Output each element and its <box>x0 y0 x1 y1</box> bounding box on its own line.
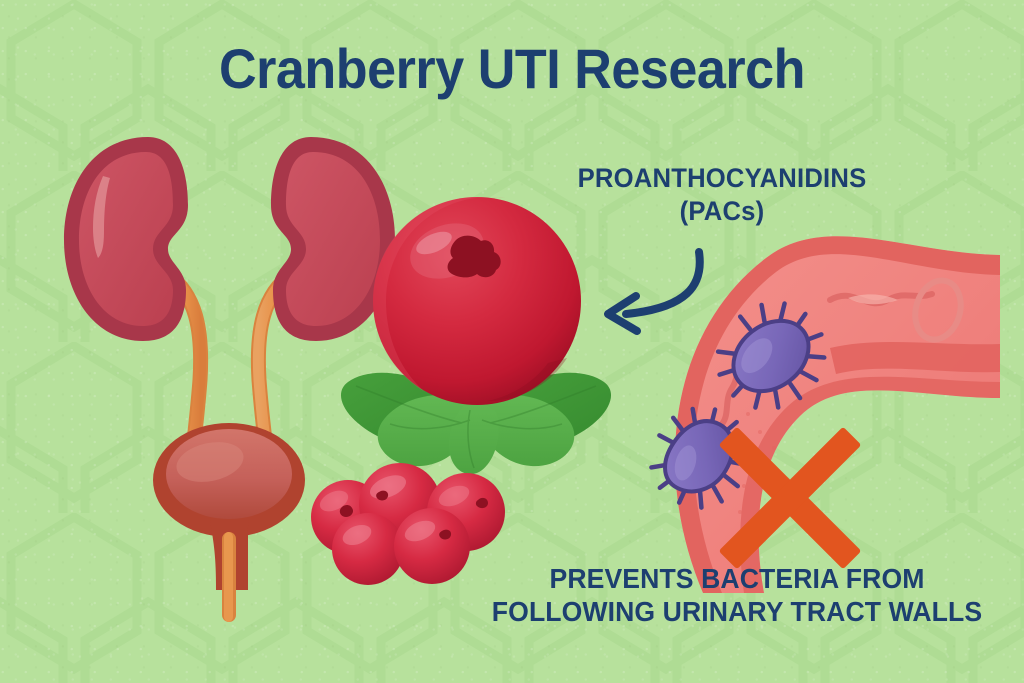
right-kidney <box>271 137 395 341</box>
cluster-berry-front-right <box>394 508 470 584</box>
cranberry-cluster <box>311 463 505 585</box>
bladder <box>153 423 305 622</box>
bacterium-lower <box>649 406 750 510</box>
bottom-annotation: PREVENTS BACTERIA FROM FOLLOWING URINARY… <box>452 562 1022 628</box>
cluster-berry-front-left <box>332 513 404 585</box>
bottom-annotation-line1: PREVENTS BACTERIA FROM <box>549 563 925 594</box>
page-title: Cranberry UTI Research <box>218 37 806 100</box>
pac-annotation-line1: PROANTHOCYANIDINS <box>577 163 867 193</box>
leaf-right <box>476 394 575 467</box>
cranberry-large <box>373 197 581 405</box>
x-mark-icon <box>719 427 861 569</box>
calyx-icon <box>447 235 501 278</box>
pac-annotation-line2: (PACs) <box>679 195 765 226</box>
curved-arrow-left-icon <box>604 248 704 335</box>
urinary-system-illustration <box>64 137 395 622</box>
bottom-annotation-line2: FOLLOWING URINARY TRACT WALLS <box>491 596 983 628</box>
pac-annotation: PROANTHOCYANIDINS (PACs) <box>523 162 922 228</box>
urinary-tract-wall <box>649 236 1000 594</box>
leaf-center <box>448 398 499 475</box>
left-kidney <box>64 137 188 341</box>
bacterium-upper <box>715 301 827 410</box>
